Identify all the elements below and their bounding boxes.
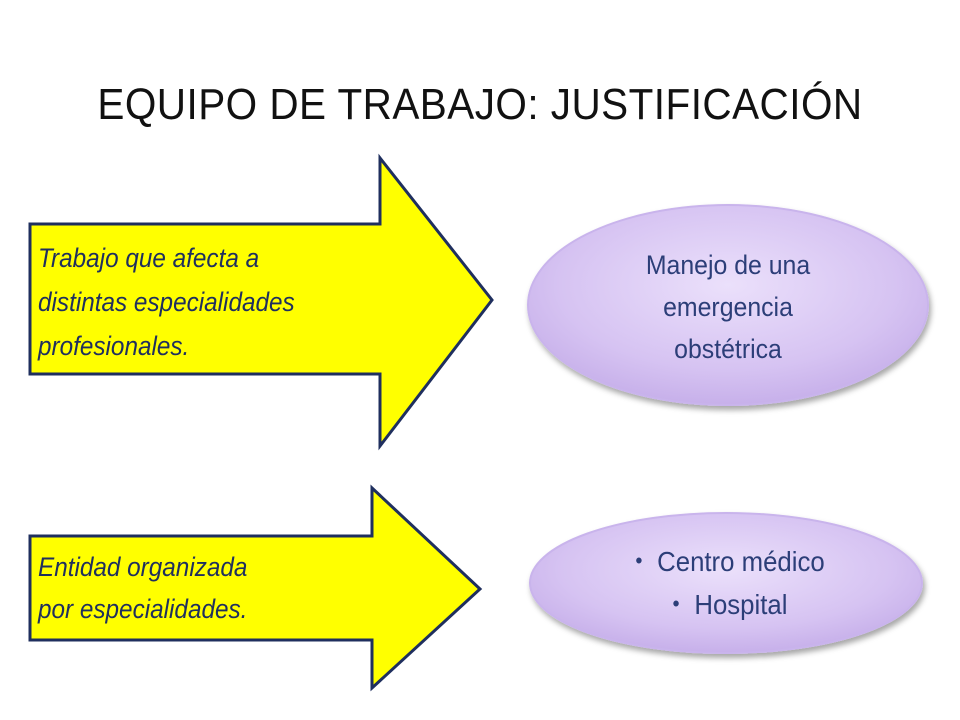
- ellipse-text-1-line3: obstétrica: [674, 334, 782, 364]
- arrow-text-2-line1: Entidad organizada: [38, 552, 248, 582]
- slide-title: EQUIPO DE TRABAJO: JUSTIFICACIÓN: [97, 80, 863, 129]
- arrow-shape-2: [28, 484, 483, 692]
- ellipse-bullet-list: Centro médico Hospital: [574, 540, 887, 626]
- ellipse-text-1: Manejo de una emergencia obstétrica: [562, 244, 893, 370]
- ellipse-text-1-line2: emergencia: [663, 292, 793, 322]
- arrow-text-1-line3: profesionales.: [38, 331, 190, 361]
- arrow-text-1-line1: Trabajo que afecta a: [38, 243, 260, 273]
- bullet-item-hospital: Hospital: [574, 583, 887, 626]
- arrow-text-1-line2: distintas especialidades: [38, 287, 295, 317]
- ellipse-shape-1: [527, 204, 929, 406]
- arrow-text-2: Entidad organizada por especialidades.: [38, 546, 247, 630]
- arrow-text-2-line2: por especialidades.: [38, 594, 248, 624]
- arrow-text-1: Trabajo que afecta a distintas especiali…: [38, 236, 295, 368]
- bullet-item-centro-medico: Centro médico: [574, 540, 887, 583]
- arrow-shape-1: [28, 153, 494, 451]
- ellipse-text-1-line1: Manejo de una: [645, 250, 811, 280]
